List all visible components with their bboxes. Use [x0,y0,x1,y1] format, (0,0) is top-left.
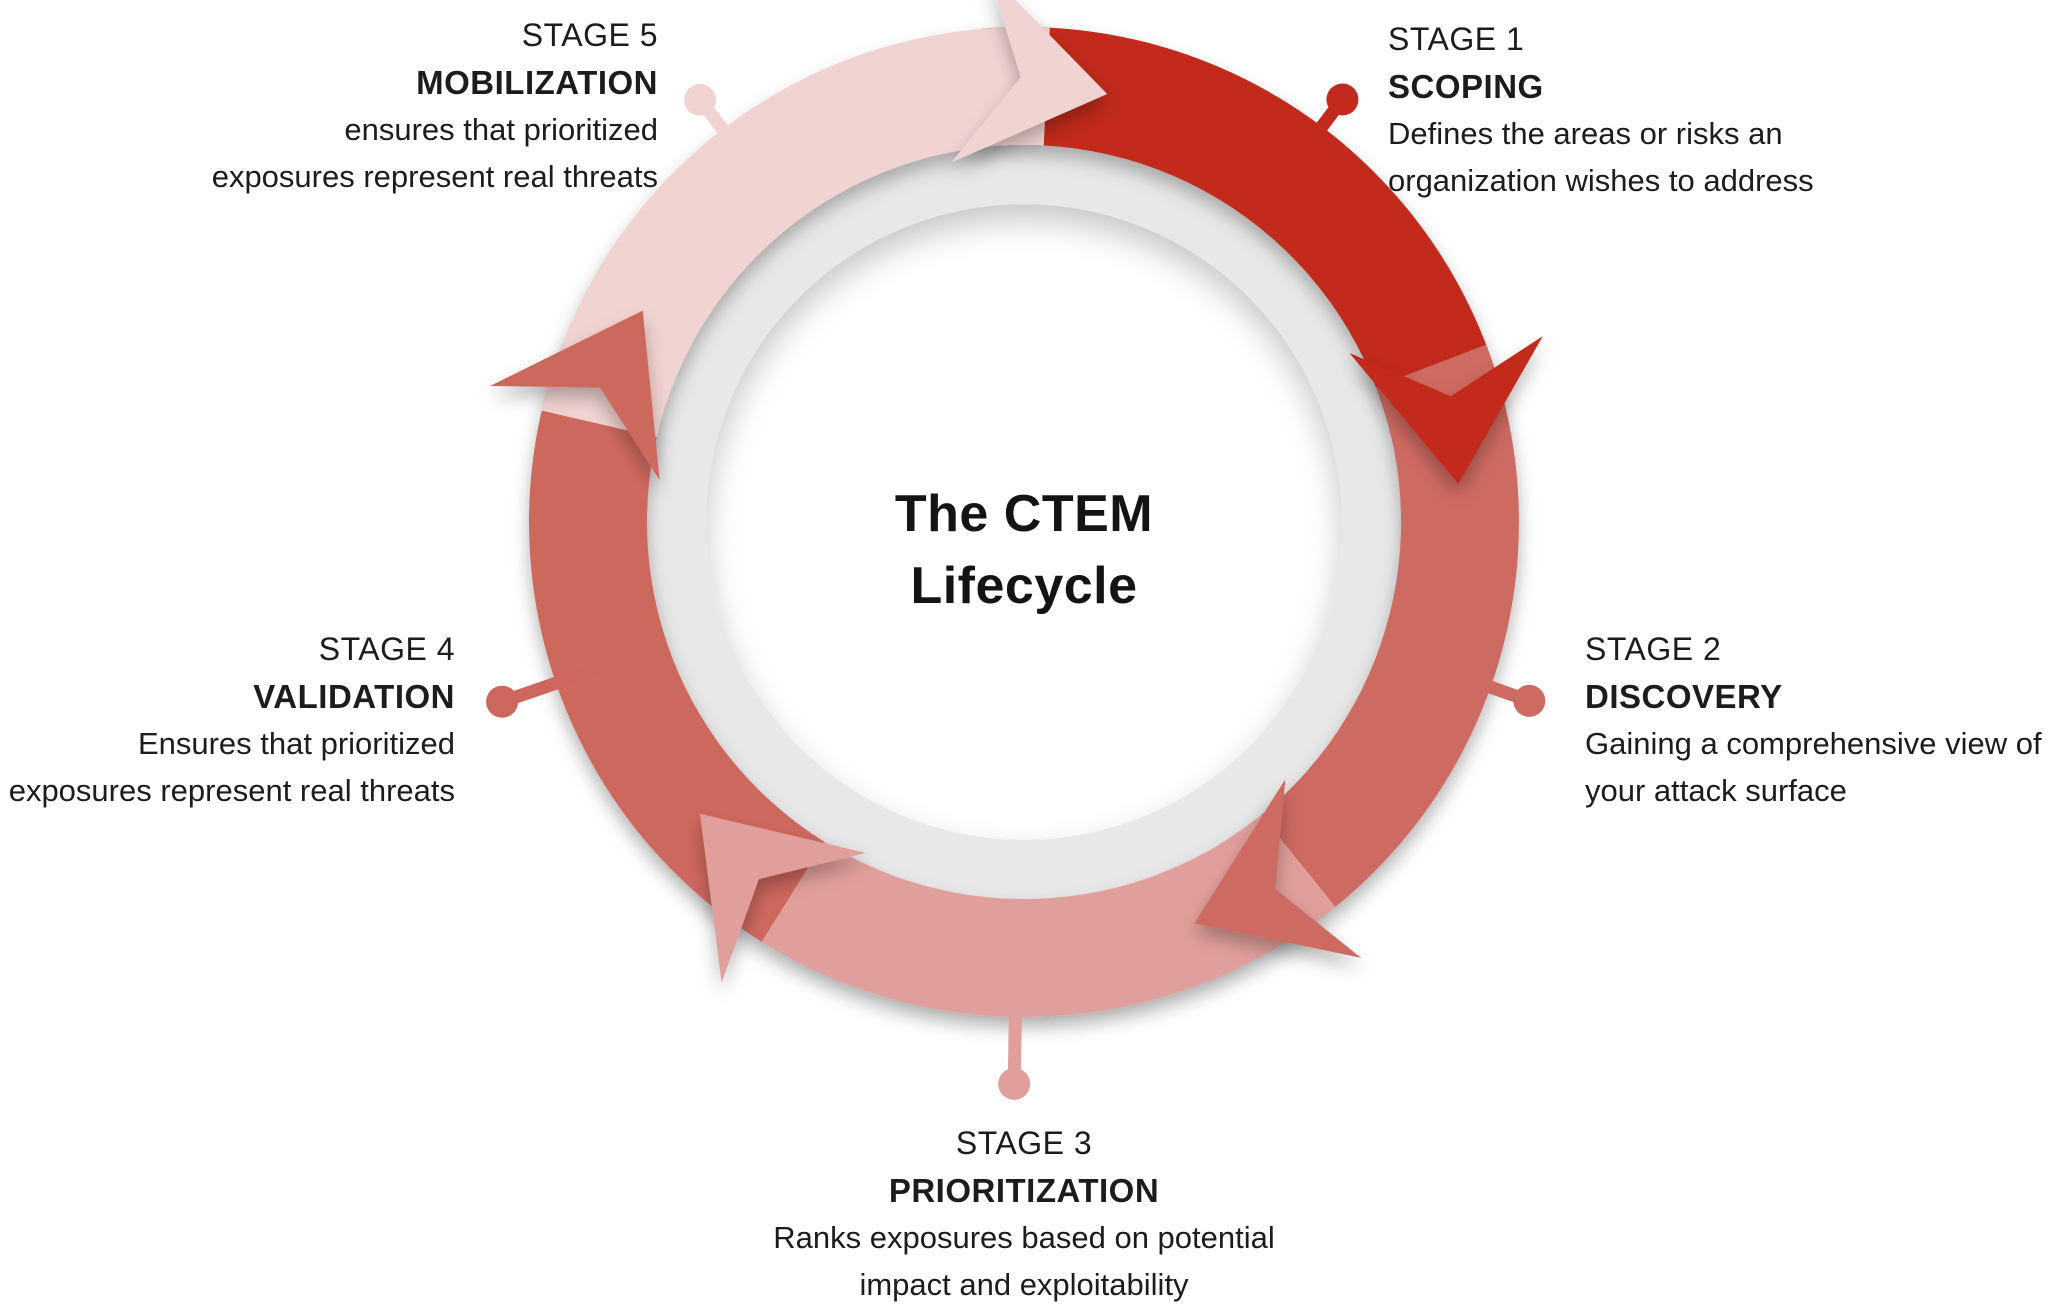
stage-1-arc [980,27,1507,438]
stage-2-name: DISCOVERY [1585,678,1783,715]
stage-5-pin-line [698,100,759,173]
stage-pins [486,83,1546,1100]
stage-3-name: PRIORITIZATION [888,1172,1160,1209]
stage-5-block: STAGE 5 MOBILIZATION ensures that priori… [212,12,658,200]
stage-5-description: ensures that prioritized exposures repre… [211,112,658,194]
stage-5-pin-dot-icon [684,83,717,116]
stage-5-name: MOBILIZATION [416,64,658,101]
stage-3-arrowhead-icon [700,813,866,983]
stage-1-description: Defines the areas or risks an organizati… [1388,116,1814,198]
stage-4-description: Ensures that prioritized exposures repre… [8,726,455,808]
stage-1-pin-dot-icon [1326,83,1359,116]
stage-2-label: STAGE 2 [1585,631,1722,667]
stage-4-pin-line [505,660,606,706]
stage-3-label: STAGE 3 [955,1125,1093,1161]
stage-2-arc [1218,344,1519,947]
stage-3-pin-dot-icon [998,1067,1031,1100]
stage-5-label: STAGE 5 [521,17,658,53]
stage-1-label: STAGE 1 [1388,21,1525,57]
gray-ring [556,54,1492,990]
stage-2-block: STAGE 2 DISCOVERY Gaining a comprehensiv… [1585,626,2042,814]
stage-3-arc [705,810,1336,1018]
stage-3-block: STAGE 3 PRIORITIZATION Ranks exposures b… [773,1120,1275,1308]
stage-3-description: Ranks exposures based on potential impac… [773,1220,1275,1302]
stage-2-pin-line [1441,664,1526,706]
stage-3-pin-line [1007,966,1023,1079]
stage-4-block: STAGE 4 VALIDATION Ensures that prioriti… [9,626,455,814]
stage-1-arrowhead-icon [1349,336,1543,484]
stage-4-name: VALIDATION [253,678,455,715]
stage-arrowheads [490,0,1543,983]
stage-4-arc [529,344,825,942]
stage-arc-bands [529,27,1519,1018]
stage-1-block: STAGE 1 SCOPING Defines the areas or ris… [1388,16,1814,204]
diagram-title: The CTEM Lifecycle [894,485,1154,615]
stage-1-name: SCOPING [1388,68,1544,105]
stage-2-pin-dot-icon [1513,684,1546,717]
stage-4-pin-dot-icon [486,685,519,718]
stage-2-description: Gaining a comprehensive view of your att… [1585,726,2042,808]
stage-2-arrowhead-icon [1194,779,1362,958]
stage-1-pin-line [1286,100,1344,171]
stage-5-arc [541,27,1050,438]
gray-ring-annulus [556,54,1492,990]
stage-4-label: STAGE 4 [318,631,455,667]
stage-4-arrowhead-icon [490,310,660,481]
stage-5-arrowhead-icon [951,0,1108,163]
